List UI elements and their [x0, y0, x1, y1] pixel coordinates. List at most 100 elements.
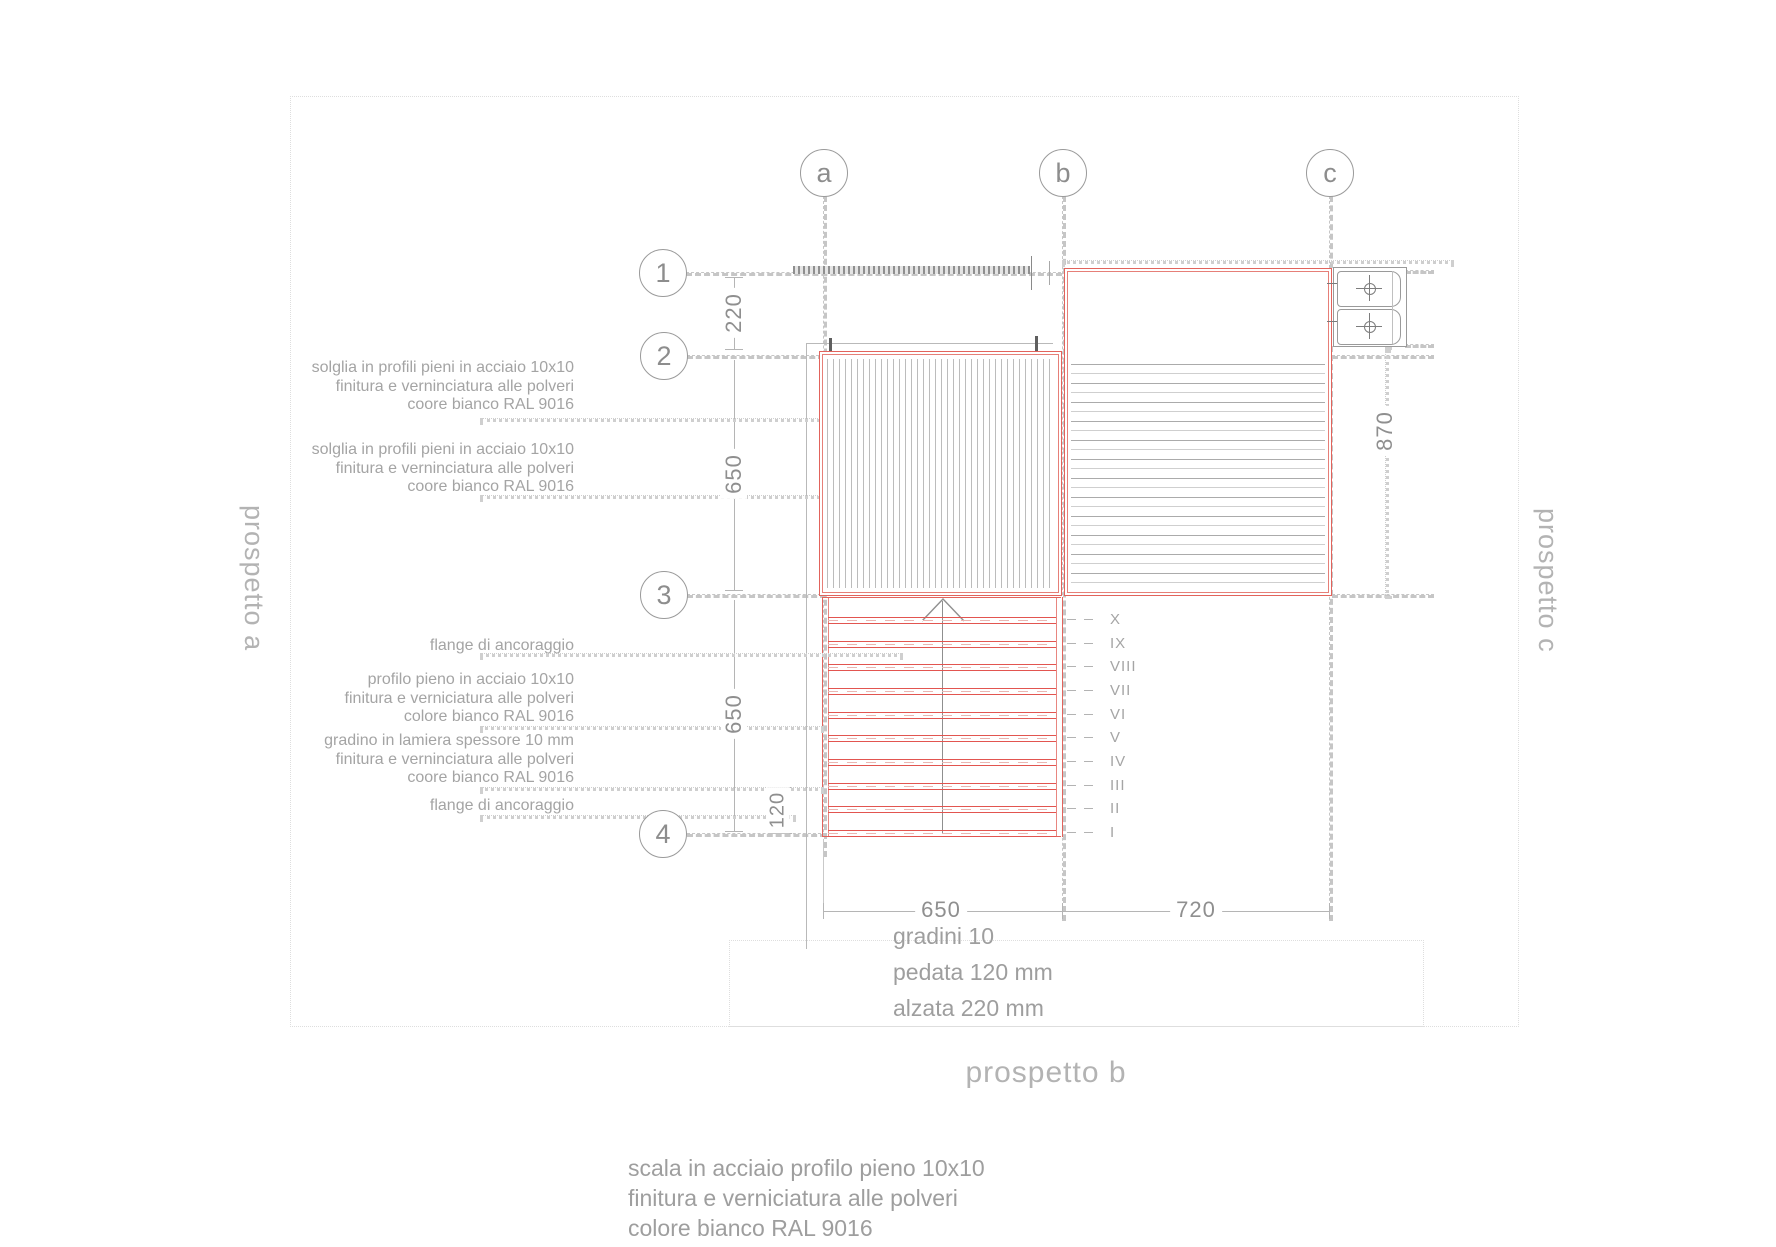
landing-panel-border [822, 354, 1059, 593]
step-leader-dash [1084, 690, 1093, 692]
dim-tick [725, 277, 743, 278]
flange-tick [829, 338, 832, 354]
grid-bubble-2: 2 [640, 332, 688, 380]
dim-tick [768, 833, 792, 834]
annotation-sill-1: solglia in profili pieni in acciaio 10x1… [284, 359, 574, 415]
upper-landing-panel [1064, 268, 1332, 596]
anchor-crosshair-ring [1364, 283, 1376, 295]
annotation-line: finitura e verninciatura alle polveri [335, 459, 574, 477]
stair-tread [828, 782, 1056, 790]
step-number-label: VII [1110, 682, 1132, 700]
step-leader-dash [1084, 784, 1093, 786]
step-number-label: II [1110, 800, 1121, 818]
dim-tick [1062, 903, 1063, 919]
grid-bubble-a: a [800, 149, 848, 197]
step-number-row: I [1067, 824, 1116, 842]
stair-tread [828, 735, 1056, 743]
step-number-label: V [1110, 729, 1122, 747]
step-leader-dash [1084, 737, 1093, 739]
annotation-line: solglia in profili pieni in acciaio 10x1… [311, 359, 574, 376]
grid-bubble-3: 3 [640, 571, 688, 619]
row-line-2-right [1332, 355, 1434, 359]
grid-bubble-b: b [1039, 149, 1087, 197]
dim-label-720-bottom: 720 [1170, 897, 1222, 923]
annotation-line: finitura e verninciatura alle polveri [335, 750, 574, 768]
step-number-row: V [1067, 729, 1122, 747]
annotation-line: coore bianco RAL 9016 [407, 478, 574, 495]
row-line-3-right [1332, 594, 1434, 598]
step-leader-dash [1067, 690, 1076, 692]
annotation-line: finitura e verninciatura alle polveri [335, 377, 574, 395]
dim-label-650-upper: 650 [721, 449, 747, 499]
leader-line [480, 418, 844, 422]
material-note: scala in acciaio profilo pieno 10x10 fin… [628, 1153, 985, 1243]
break-mark [1031, 256, 1032, 290]
annotation-line: flange di ancoraggio [429, 797, 574, 814]
step-number-row: IV [1067, 753, 1126, 770]
step-number-label: III [1110, 776, 1126, 794]
annotation-flange-1: flange di ancoraggio [284, 637, 574, 656]
leader-line [480, 653, 903, 657]
dim-label-220: 220 [721, 288, 747, 338]
stair-note: gradini 10 pedata 120 mm alzata 220 mm [893, 918, 1053, 1026]
annotation-step-plate: gradino in lamiera spessore 10 mm finitu… [284, 732, 574, 788]
grid-bubble-1-label: 1 [655, 257, 671, 288]
stair-note-line: gradini 10 [893, 923, 995, 949]
grid-bubble-c-label: c [1323, 157, 1337, 188]
step-number-row: VII [1067, 682, 1132, 700]
step-number-label: X [1110, 611, 1122, 628]
upper-landing-border [1067, 271, 1329, 593]
annotation-flange-2: flange di ancoraggio [284, 797, 574, 816]
vertical-grating-hatch [827, 359, 1054, 588]
dim-tick [725, 590, 743, 591]
step-number-row: VIII [1067, 658, 1137, 675]
dim-label-870: 870 [1372, 406, 1398, 456]
grid-bubble-4: 4 [639, 810, 687, 858]
step-number-label: VI [1110, 705, 1127, 723]
annotation-profile: profilo pieno in acciaio 10x10 finitura … [284, 671, 574, 727]
anchor-connector-tick [1327, 321, 1337, 322]
leader-line [480, 815, 796, 819]
dim-tick [725, 831, 743, 832]
annotation-line: finitura e verniciatura alle polveri [344, 689, 574, 707]
annotation-sill-2: solglia in profili pieni in acciaio 10x1… [284, 441, 574, 497]
annotation-line: coore bianco RAL 9016 [407, 396, 574, 413]
leader-line [480, 787, 824, 791]
view-label-prospetto-a: prospetto a [239, 505, 269, 652]
dim-line-bottom [823, 911, 1329, 912]
stair-direction-arrow-head [921, 597, 965, 622]
step-leader-dash [1067, 832, 1076, 834]
dim-label-650-lower: 650 [721, 689, 747, 739]
grid-bubble-4-label: 4 [655, 818, 671, 849]
step-number-label: IX [1110, 634, 1127, 652]
step-leader-dash [1084, 619, 1093, 620]
stringer-outline-top [806, 343, 1053, 344]
step-leader-dash [1084, 808, 1093, 810]
step-number-row: IX [1067, 634, 1127, 652]
step-number-row: VI [1067, 705, 1127, 723]
row-line-4 [687, 833, 826, 837]
stair-note-line: pedata 120 mm [893, 959, 1053, 985]
step-number-label: I [1110, 824, 1116, 842]
step-number-row: III [1067, 776, 1126, 794]
stair-tread [828, 664, 1056, 672]
step-leader-dash [1067, 761, 1076, 763]
material-note-line: scala in acciaio profilo pieno 10x10 [628, 1155, 985, 1181]
annotation-line: gradino in lamiera spessore 10 mm [324, 732, 574, 749]
stair-tread [828, 640, 1056, 648]
dim-tick [1329, 903, 1330, 919]
material-note-line: colore bianco RAL 9016 [628, 1215, 873, 1241]
grid-bubble-1: 1 [639, 249, 687, 297]
grid-bubble-2-label: 2 [656, 340, 672, 371]
row-line-2 [687, 355, 824, 359]
stair-rail-right [1056, 597, 1063, 837]
stair-tread [828, 759, 1056, 767]
annotation-line: profilo pieno in acciaio 10x10 [367, 671, 574, 688]
dim-extension [823, 840, 824, 916]
top-edge-line [1062, 260, 1454, 264]
anchor-crosshair-ring [1364, 321, 1376, 333]
grid-bubble-3-label: 3 [656, 579, 672, 610]
annotation-line: solglia in profili pieni in acciaio 10x1… [311, 441, 574, 458]
view-label-prospetto-c: prospetto c [1533, 508, 1563, 653]
step-leader-dash [1084, 666, 1093, 668]
